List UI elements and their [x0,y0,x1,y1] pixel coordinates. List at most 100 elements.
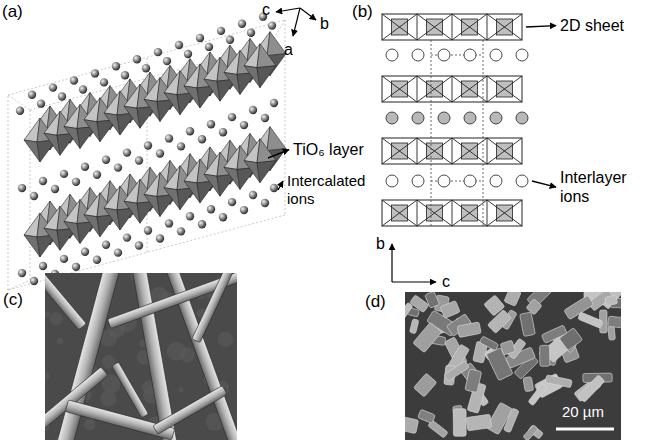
intercalated-ion [16,107,24,115]
octahedron-cross [487,200,522,226]
intercalated-ion [184,50,192,58]
intercalated-ion [163,57,171,65]
octahedron-cross [417,200,452,226]
octahedron-cross [487,138,522,164]
interlayer-ion [464,49,476,61]
intercalated-ion [114,248,122,256]
layer-schematic [382,14,528,226]
interlayer-ion [464,112,476,124]
intercalated-ion [121,71,129,79]
cell-divider [452,138,453,164]
octahedron-cross [452,200,487,226]
axis-arrow [276,8,300,12]
sem-particle [487,309,511,333]
octahedron-cross [417,14,452,40]
intercalated-ion [79,85,87,93]
octahedron-cross [452,76,487,102]
axis-arrow [392,281,436,282]
callout-label: 2D sheet [560,16,624,35]
cell-divider [452,14,453,40]
sheet-outline [382,200,522,226]
intercalated-ion [72,178,80,186]
tio6-octahedron [257,66,276,88]
intercalated-ion [18,269,26,277]
sem-particle [440,301,460,319]
intercalated-ion [30,277,38,285]
intercalated-ion [219,213,227,221]
intercalated-ion [58,92,66,100]
intercalated-ion [91,69,99,77]
axis-arrow [391,244,392,282]
cell-divider [487,138,488,164]
interlayer-ion [490,175,502,187]
intercalated-ion [261,114,269,122]
tio6-octahedron [257,139,276,163]
scale-bar [556,428,614,431]
intercalated-ion [175,41,183,49]
octahedron-cross [417,76,452,102]
sem-texture [57,338,63,344]
intercalated-ion [81,248,89,256]
interlayer-ion [516,175,528,187]
axis-label: b [320,14,329,33]
sem-particle [418,409,436,423]
sem-texture [100,391,116,407]
interlayer-ion [490,49,502,61]
sem-image-particles [405,292,621,440]
intercalated-ion [112,62,120,70]
intercalated-ion [228,113,236,121]
intercalated-ion [51,185,59,193]
sheet-outline [382,14,522,40]
axis-arrow [300,8,316,20]
intercalated-ion [49,83,57,91]
intercalated-ion [196,34,204,42]
octahedron-cross [382,138,417,164]
sem-texture [178,387,183,392]
intercalated-ion [81,163,89,171]
intercalated-ion [177,227,185,235]
octahedron-cross [487,200,522,226]
tio6-octahedron [257,161,276,183]
intercalated-ion [219,128,227,136]
interlayer-ion [438,112,450,124]
interlayer-ion [412,49,424,61]
panel-label: (a) [2,2,23,22]
sem-particle [608,316,621,329]
intercalated-ion [93,256,101,264]
intercalated-ion [28,91,36,99]
sem-texture [218,332,233,347]
callout-label: TiO₆ layer [293,140,364,159]
interlayer-ion [386,175,398,187]
intercalated-ion [156,234,164,242]
sem-particle [466,414,492,431]
intercalated-ion [249,191,257,199]
sem-particle [405,417,419,434]
intercalated-ion [240,121,248,129]
octahedron-cross [417,14,452,40]
cell-divider [417,200,418,226]
tio6-octahedron [267,32,286,56]
sem-particle [578,375,605,403]
sem-texture [45,312,50,317]
sheet-outline [382,138,522,164]
interlayer-ion [386,112,398,124]
sem-particle [500,340,515,355]
axis-label: b [376,234,385,253]
intercalated-ion [102,241,110,249]
panel-label: (d) [365,292,386,312]
cell-divider [452,76,453,102]
intercalated-ion [177,142,185,150]
octahedron-cross [417,138,452,164]
intercalated-ion [207,205,215,213]
axis-arrow [293,8,300,36]
octahedron-cross [417,138,452,164]
interlayer-ion [412,175,424,187]
intercalated-ion [238,20,246,28]
interlayer-ion [516,49,528,61]
intercalated-ion [135,241,143,249]
intercalated-ion [228,198,236,206]
sem-particle [413,322,442,352]
intercalated-ion [72,263,80,271]
intercalated-ion [93,171,101,179]
sem-particle [523,377,534,392]
